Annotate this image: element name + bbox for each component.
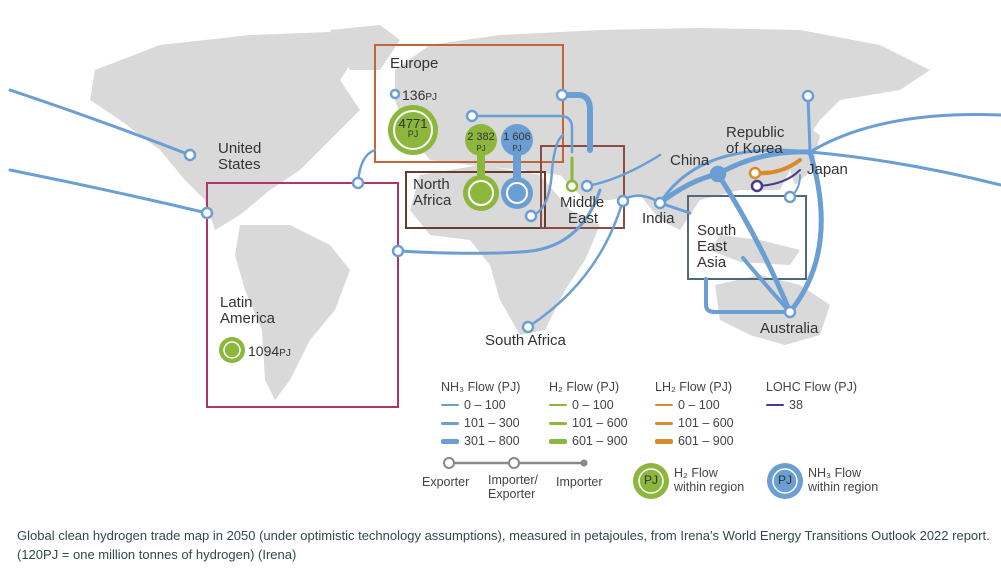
- middle-east-box: [540, 145, 625, 229]
- flow-africa-west: [396, 188, 602, 255]
- flow-sea-australia2: [704, 277, 792, 314]
- south-east-asia-box: [687, 195, 807, 280]
- latam-h2-ring: [223, 341, 241, 359]
- eurasia: [395, 28, 930, 230]
- exporter-marker: [443, 457, 455, 469]
- nh3-within-ring: [772, 468, 798, 494]
- label-australia: Australia: [760, 320, 819, 337]
- node-safrica: [521, 320, 535, 334]
- importer-marker: [580, 459, 588, 467]
- legend-graphics: [443, 457, 803, 499]
- flow-japan-north: [806, 94, 812, 154]
- na-nh3-top: [501, 124, 533, 156]
- flow-japan-australia: [787, 149, 824, 315]
- continents: [90, 25, 930, 400]
- importer-exporter-marker: [508, 457, 520, 469]
- node-europe-east: [555, 88, 569, 102]
- latin-america-h2-value: 1094PJ: [248, 343, 291, 359]
- node-me-east: [616, 194, 630, 208]
- label-europe: Europe: [390, 55, 439, 72]
- flow-safrica: [526, 194, 662, 329]
- north-africa-box: [405, 171, 546, 229]
- node-africa-west: [391, 244, 405, 258]
- legend-nh3: NH₃ Flow (PJ) 0 – 100 101 – 300 301 – 80…: [441, 380, 521, 448]
- flow-japan-east: [808, 113, 1001, 154]
- europe-nh3-value: 136PJ: [402, 87, 438, 103]
- node-lohc: [750, 179, 764, 193]
- north-america: [90, 32, 360, 230]
- legend-lohc: LOHC Flow (PJ) 38: [766, 380, 857, 412]
- na-h2-top: [465, 124, 497, 156]
- label-japan: Japan: [807, 161, 848, 178]
- flow-me-india: [585, 153, 662, 188]
- node-china: [709, 165, 727, 183]
- region-circles: [219, 105, 533, 363]
- label-south-africa: South Africa: [485, 332, 566, 349]
- region-boxes: [206, 44, 807, 408]
- node-australia: [783, 305, 797, 319]
- world-map: [8, 25, 1001, 499]
- node-latam: [200, 206, 214, 220]
- legend-importer-exporter: Importer/ Exporter: [488, 473, 539, 501]
- na-h2-ring: [468, 180, 494, 206]
- h2-within-pj: PJ: [643, 473, 658, 487]
- node-europe-uk: [465, 109, 479, 123]
- flow-japan-east2: [808, 150, 1001, 187]
- legend-exporter: Exporter: [422, 475, 470, 489]
- h2-within-ring: [638, 468, 664, 494]
- node-me: [580, 179, 594, 193]
- latin-america-box: [206, 182, 399, 408]
- nodes: [183, 88, 815, 334]
- japan-land: [790, 125, 820, 185]
- flow-china-australia: [715, 171, 793, 315]
- node-me-h2: [565, 179, 579, 193]
- legend-importer: Importer: [556, 475, 603, 489]
- node-atlantic: [351, 176, 365, 190]
- flow-europe-me: [470, 114, 574, 154]
- node-korea-sea: [783, 190, 797, 204]
- na-nh3-ring: [506, 182, 528, 204]
- node-japan-north: [801, 89, 815, 103]
- flow-latam-west: [8, 168, 209, 215]
- europe-box: [374, 44, 564, 163]
- se-asia-islands: [710, 235, 800, 265]
- node-na-me: [524, 209, 538, 223]
- europe-h2-ring: [393, 110, 433, 150]
- flow-europe-me-thick: [559, 92, 593, 153]
- greenland: [330, 25, 400, 70]
- south-america: [235, 225, 350, 400]
- flow-us-west: [8, 88, 192, 157]
- africa: [410, 165, 600, 335]
- flow-na-me: [529, 133, 565, 218]
- label-china: China: [670, 152, 710, 169]
- figure-caption: Global clean hydrogen trade map in 2050 …: [17, 528, 990, 562]
- legend-h2: H₂ Flow (PJ) 0 – 100 101 – 600 601 – 900: [549, 380, 628, 448]
- node-india: [653, 196, 667, 210]
- legend-lh2: LH₂ Flow (PJ) 0 – 100 101 – 600 601 – 90…: [655, 380, 734, 448]
- node-europe-136: [389, 88, 401, 100]
- nh3-within-pj: PJ: [777, 473, 792, 487]
- node-lh2: [748, 166, 762, 180]
- node-us: [183, 148, 197, 162]
- europe-h2-circle: [388, 105, 438, 155]
- label-india: India: [642, 210, 675, 227]
- flow-china-japan: [715, 149, 813, 177]
